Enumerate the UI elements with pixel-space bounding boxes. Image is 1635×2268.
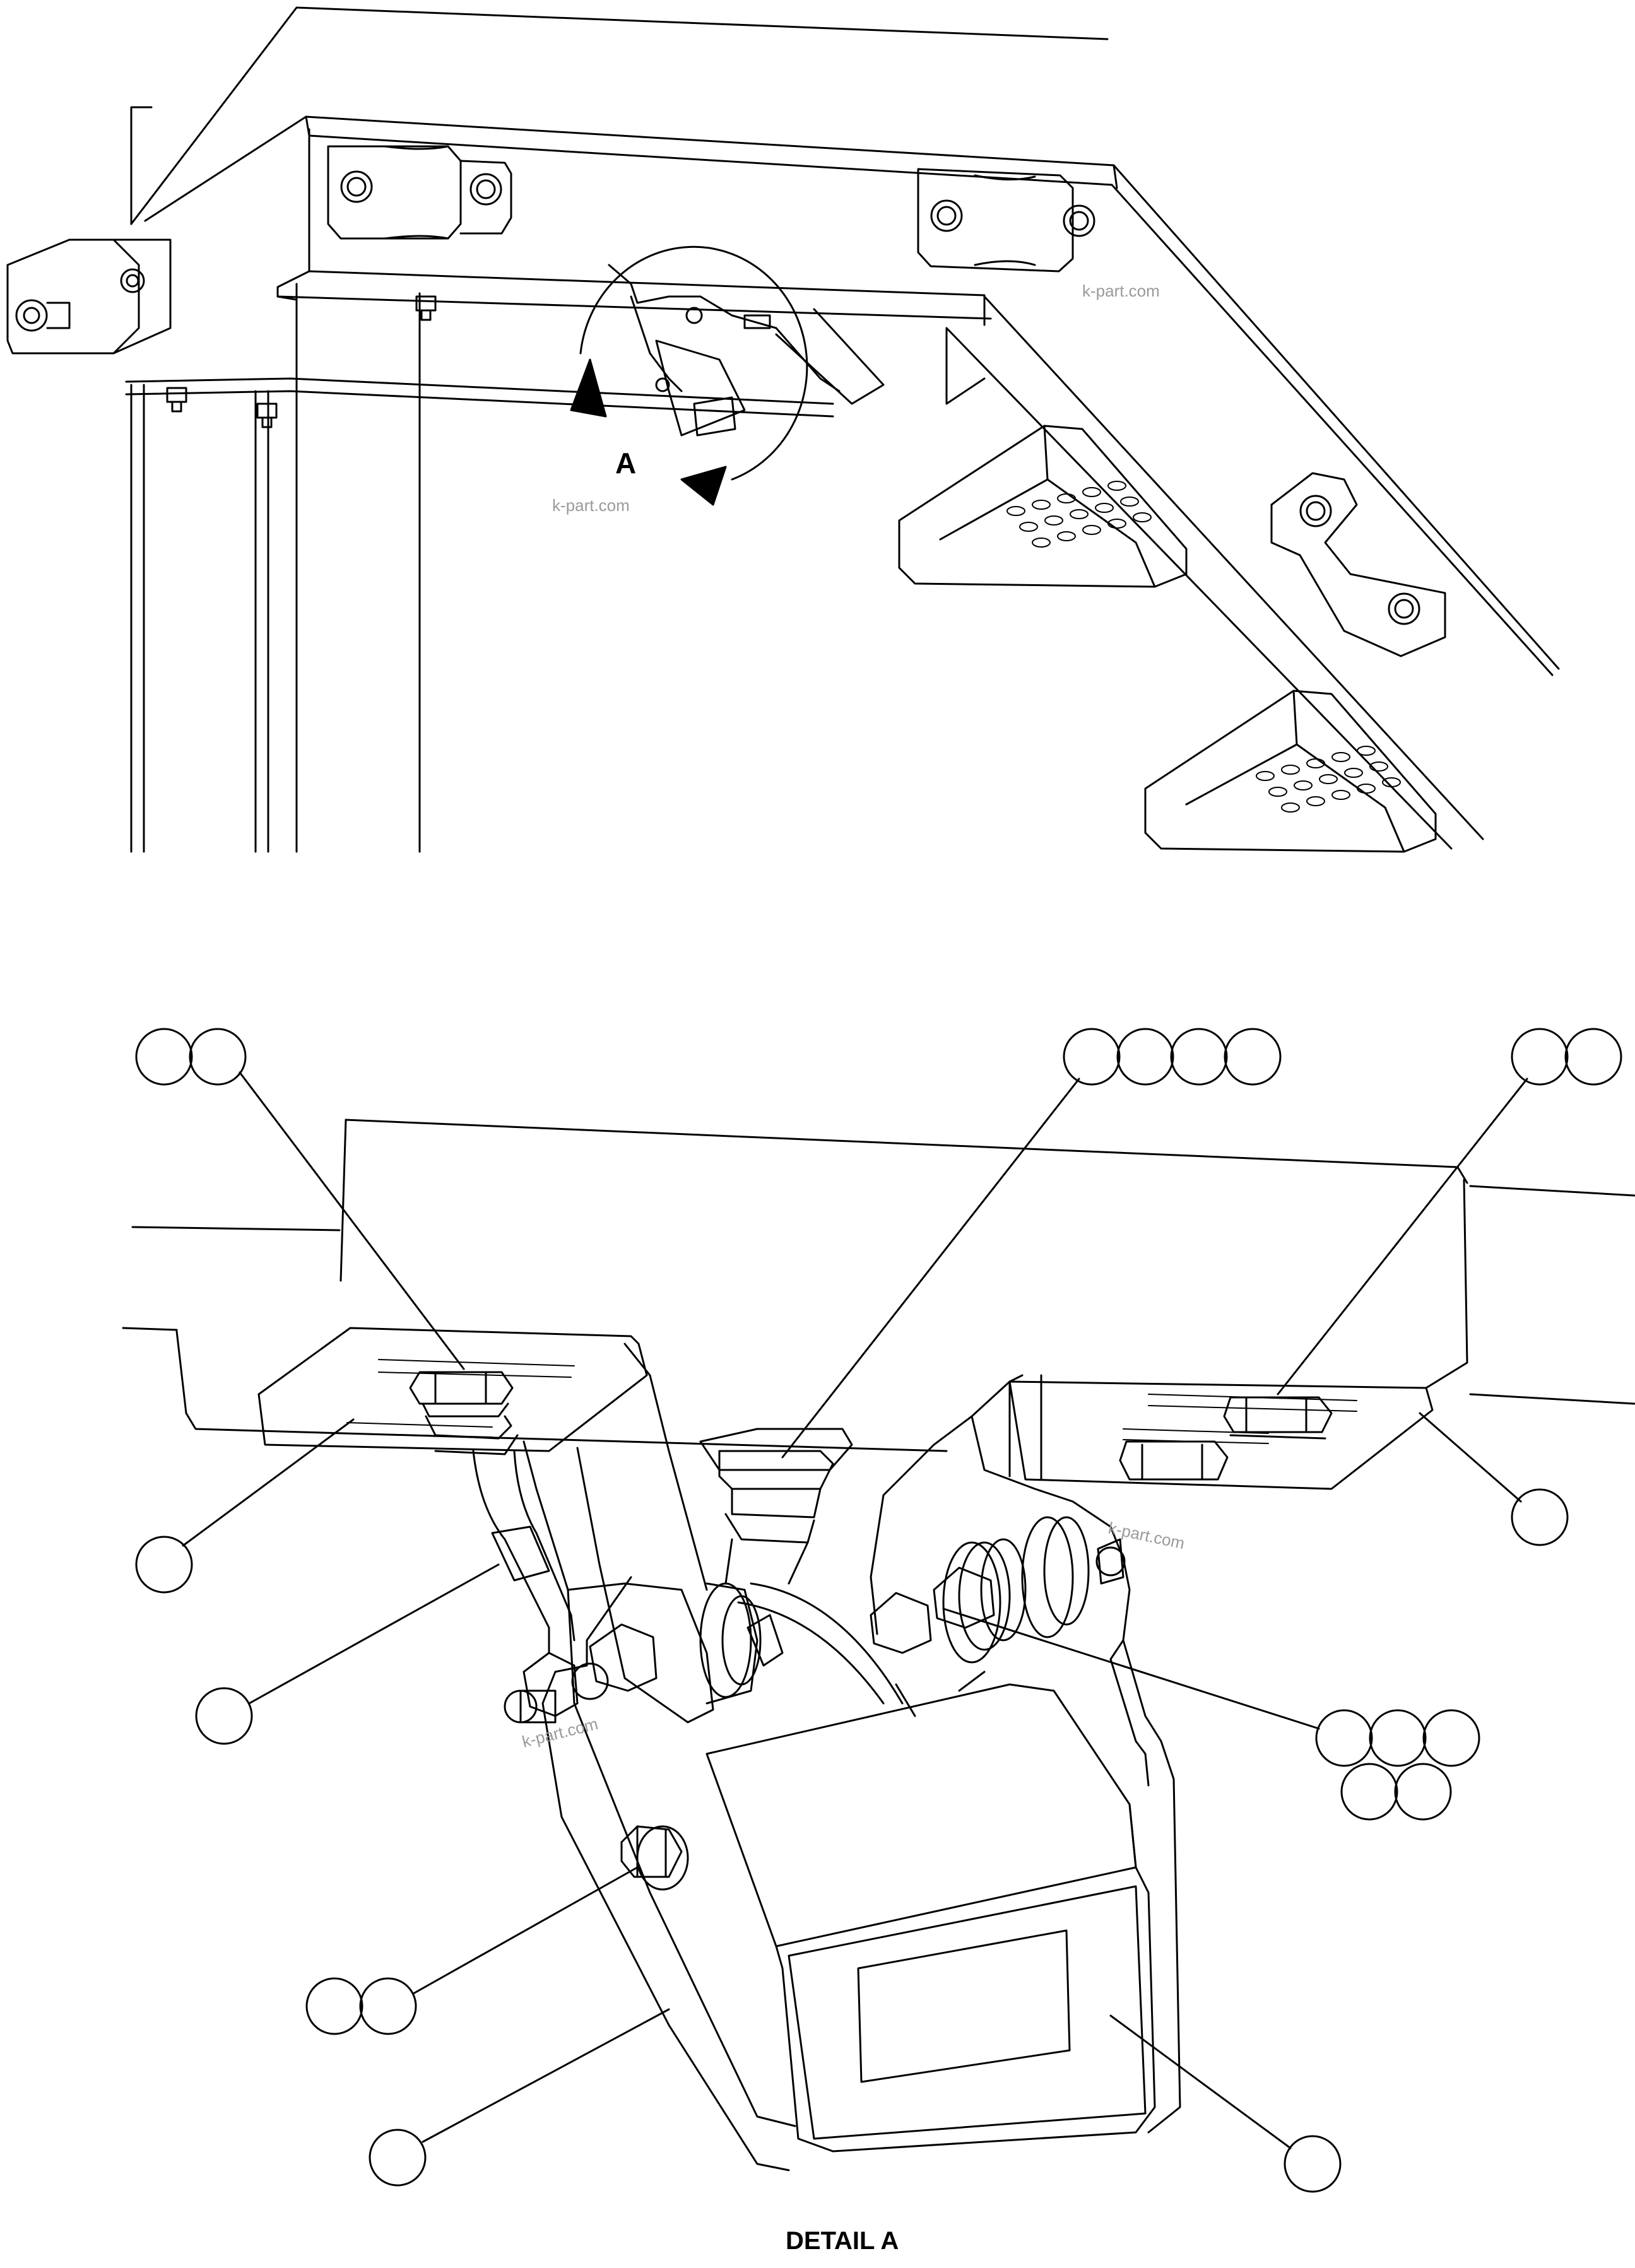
cab-post-right [295,283,421,853]
hardware-stack-left [504,1582,784,1724]
callout-left-hose [195,1563,500,1745]
beam-top [339,1119,1468,1282]
stair-stringer-inner [945,295,1484,850]
nut-plate-left [409,1371,519,1455]
detail-a-view: k-part.com k-part.com DETAIL A [122,1028,1635,2255]
post-bolts [166,295,437,428]
upper-frame-rail [144,115,1118,222]
callout-lower-camera [1109,2014,1342,2193]
callout-top-center [781,1028,1282,1459]
hardware-stack-right [870,1516,1126,1664]
stair-stringer-outer [1111,164,1560,676]
detail-caption: DETAIL A [786,2227,899,2255]
detail-a-circle [579,245,841,481]
camera-lens-frame [788,1885,1147,2140]
frame-mount-right [917,168,1095,273]
view-label-a: A [615,447,636,479]
stair-mount [1270,472,1446,657]
callout-top-right [1277,1028,1622,1395]
callout-left-upper [135,1418,355,1594]
cab-roof-lip [130,106,153,225]
nut-plate-right [1119,1396,1333,1481]
callout-right-bolt [1419,1412,1569,1546]
callout-top-left [135,1028,465,1370]
callout-lower-bolt [305,1866,639,2035]
cab-post-left [130,384,269,853]
callout-lower-bracket [369,2008,670,2187]
bracket-arm-right [870,1374,1181,2134]
callout-right-washers [942,1607,1480,1821]
camera-housing [705,1683,1156,2153]
bracket-arm-left [522,1343,796,2171]
pivot-bolt [620,1825,689,1891]
watermark: k-part.com [1082,281,1160,300]
hose [472,1450,904,1705]
overview-view: A k-part.com k-part.com [6,6,1560,853]
rotation-arrow-icon [570,358,727,506]
watermark: k-part.com [552,496,630,515]
camera-lens [857,1929,1071,2083]
cab-roof-edge [130,6,1109,225]
frame-mount-left [327,145,512,240]
stair-step-upper [898,425,1188,588]
beam-flange [175,1178,1468,1452]
nut-center [699,1428,853,1585]
watermark: k-part.com [520,1714,599,1751]
side-bracket-left [6,238,172,355]
stair-step-lower [1144,690,1437,853]
